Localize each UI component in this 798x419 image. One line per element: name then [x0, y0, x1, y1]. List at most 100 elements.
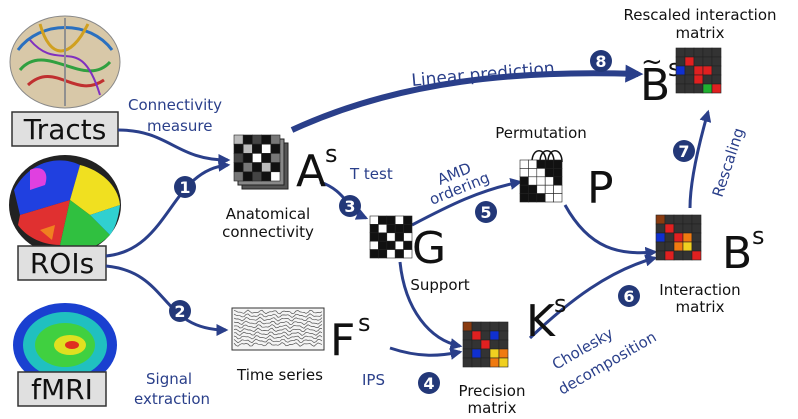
arrow-support-to-permutation [411, 178, 523, 227]
anatomical-caption-line2: connectivity [222, 223, 314, 241]
permutation-matrix-cell [528, 184, 538, 194]
precision-matrix-cell [489, 339, 500, 350]
interaction-matrix-cell [682, 223, 693, 234]
rescaled-matrix-cell [675, 74, 686, 85]
permutation-matrix-cell [536, 193, 546, 203]
anatomical-matrix-cell [242, 171, 253, 182]
rescaled-tilde: ~ [641, 47, 663, 77]
timeseries-caption: Time series [236, 366, 323, 384]
interaction-matrix-cell [673, 241, 684, 252]
precision-symbol: K [526, 296, 556, 347]
arrow-linear-prediction [290, 64, 644, 133]
precision-matrix-cell [471, 357, 482, 368]
anatomical-matrix-stack [233, 134, 289, 190]
precision-caption-line2: matrix [468, 399, 517, 417]
precision-matrix-cell [489, 357, 500, 368]
arrow-rois-to-timeseries [105, 264, 229, 336]
timeseries-line [233, 316, 323, 322]
interaction-matrix-cell [664, 250, 675, 261]
anatomical-matrix-cell [270, 153, 281, 163]
rescaled-symbol: B [640, 60, 670, 111]
permutation-matrix-cell [519, 193, 529, 203]
precision-matrix-cell [471, 330, 482, 341]
arrow-timeseries-to-precision [389, 346, 463, 360]
precision-matrix-cell [498, 339, 509, 350]
interaction-matrix-cell [682, 232, 693, 243]
arrow-rois-to-anatomical [105, 159, 231, 258]
anatomical-matrix-cell [233, 153, 244, 163]
anatomical-matrix-cell [270, 162, 281, 173]
permutation-matrix-cell [544, 168, 554, 178]
support-matrix-cell [369, 232, 379, 242]
support-matrix-cell [369, 224, 379, 234]
precision-matrix-cell [498, 357, 509, 368]
timeseries-line [233, 324, 323, 329]
permutation-matrix-cell [536, 184, 546, 194]
support-matrix [369, 215, 413, 259]
anatomical-matrix-cell [242, 153, 253, 163]
precision-matrix-cell [489, 321, 500, 332]
anatomical-matrix-cell [233, 134, 244, 145]
permutation-matrix-cell [519, 184, 529, 194]
rescaled-matrix-cell [711, 56, 722, 67]
support-matrix-cell [394, 240, 404, 250]
rescaled-matrix-cell [711, 65, 722, 76]
step-badge-7: 7 [673, 140, 695, 162]
rescaled-matrix-cell [684, 56, 695, 67]
permutation-symbol: P [587, 163, 614, 214]
anatomical-matrix-cell [252, 171, 262, 182]
support-matrix-cell [378, 249, 388, 259]
precision-matrix-cell [471, 339, 482, 350]
permutation-matrix-cell [519, 159, 529, 169]
anatomical-matrix-cell [261, 143, 272, 154]
rescaled-matrix-cell [684, 74, 695, 85]
arrow-interaction-to-rescaled [688, 109, 712, 209]
precision-matrix-cell [462, 339, 473, 350]
rescaled-matrix-cell [702, 47, 713, 58]
interaction-matrix-cell [673, 223, 684, 234]
interaction-symbol: B [722, 228, 752, 279]
precision-matrix-cell [480, 339, 491, 350]
svg-text:5: 5 [480, 203, 491, 222]
interaction-matrix-cell [664, 223, 675, 234]
support-matrix-cell [378, 215, 388, 225]
connectivity-measure-label-line1: Connectivity [128, 96, 222, 114]
rescaled-matrix-cell [684, 47, 695, 58]
anatomical-symbol: A [296, 146, 326, 197]
interaction-superscript: s [752, 222, 765, 250]
precision-matrix-cell [462, 357, 473, 368]
arrow-tracts-to-anatomical [117, 128, 231, 166]
support-matrix-cell [403, 215, 413, 225]
connectivity-measure-label-line2: measure [147, 117, 212, 135]
timeseries-symbol: F [330, 315, 355, 366]
rescaled-matrix-cell [711, 74, 722, 85]
rescaled-matrix-cell [675, 56, 686, 67]
support-symbol: G [412, 223, 446, 274]
support-matrix-cell [378, 232, 388, 242]
tracts-brain-image [9, 15, 121, 109]
support-matrix-cell [403, 232, 413, 242]
permutation-matrix-cell [553, 193, 563, 203]
support-matrix-cell [378, 240, 388, 250]
precision-matrix-cell [498, 321, 509, 332]
svg-text:7: 7 [678, 142, 689, 161]
permutation-matrix-cell [536, 176, 546, 186]
permutation-matrix-cell [528, 159, 538, 169]
step-badge-1: 1 [174, 176, 196, 198]
step-badge-2: 2 [169, 300, 191, 322]
precision-matrix-cell [480, 330, 491, 341]
interaction-matrix-cell [664, 232, 675, 243]
arrow-support-to-precision [398, 261, 463, 350]
anatomical-matrix-cell [233, 162, 244, 173]
support-matrix-cell [403, 240, 413, 250]
step-badge-8: 8 [590, 50, 612, 72]
interaction-matrix-cell [655, 214, 666, 225]
rescaled-matrix-cell [702, 83, 713, 94]
timeseries-plot [231, 307, 325, 351]
permutation-matrix-cell [553, 176, 563, 186]
precision-matrix-cell [480, 348, 491, 359]
ips-label: IPS [362, 371, 385, 389]
step-badge-3: 3 [339, 195, 361, 217]
